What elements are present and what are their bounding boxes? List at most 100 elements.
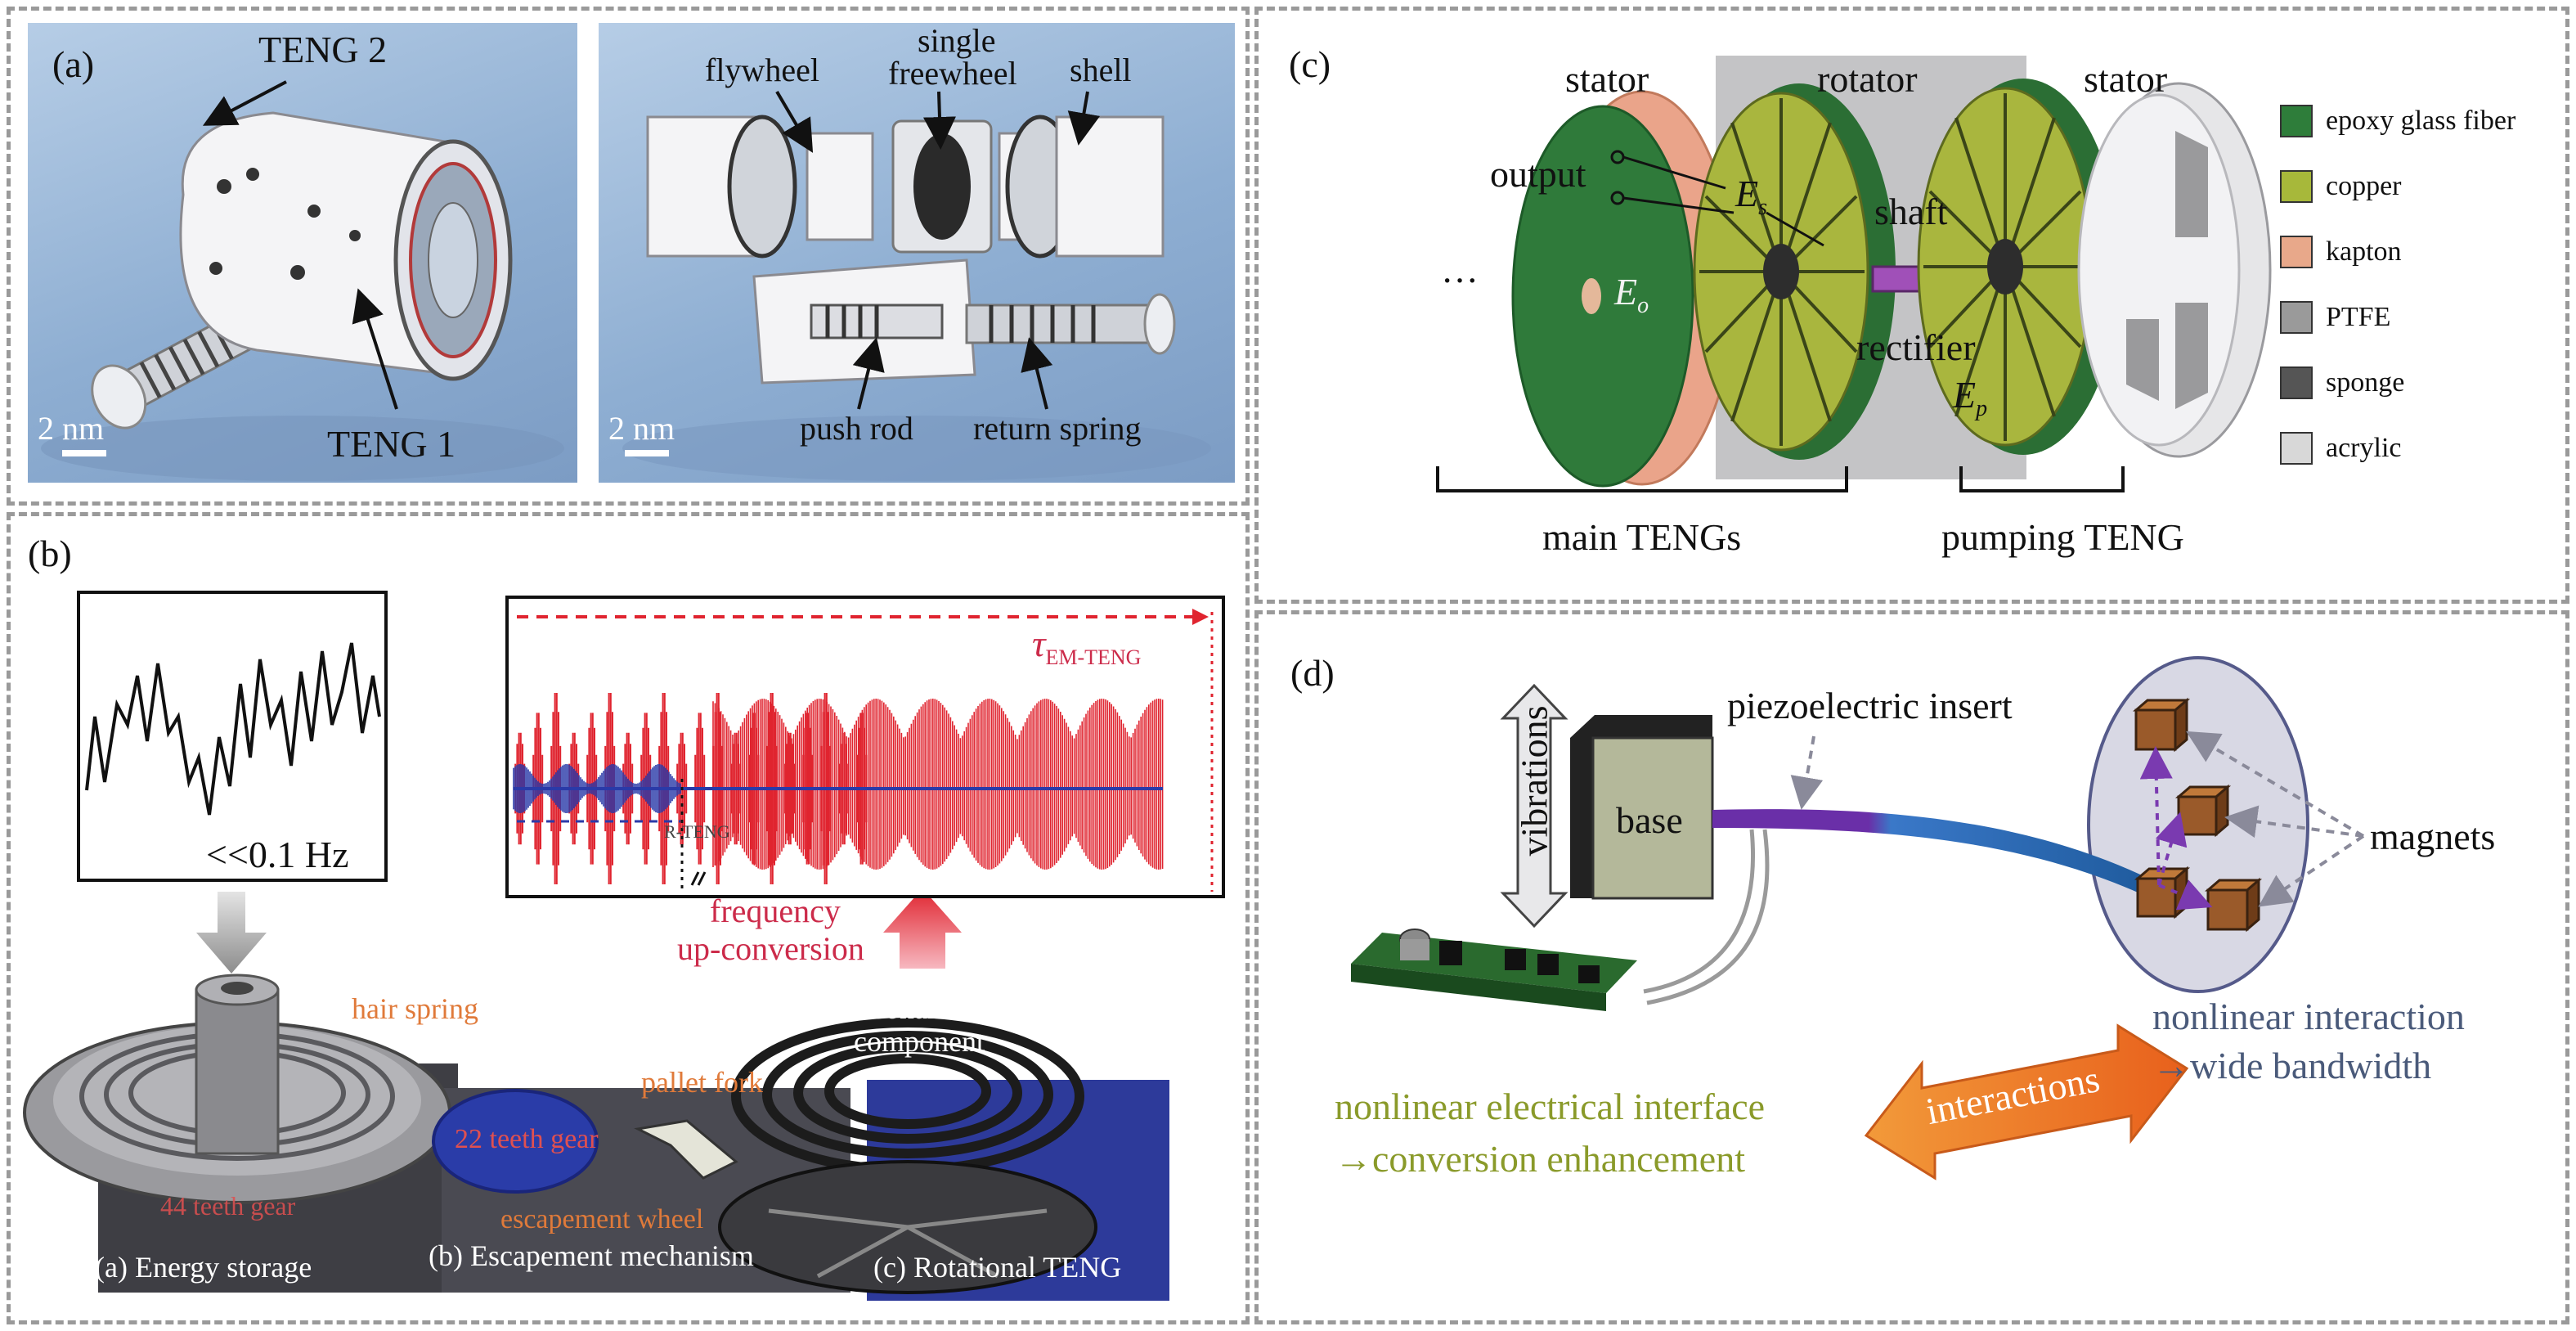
- eo-subscript: o: [1637, 293, 1649, 319]
- panel-b: [7, 512, 1250, 1324]
- axis-break-mark-2: [697, 871, 707, 886]
- resonance-component-label-1: resonance: [850, 992, 968, 1025]
- exploded-device-drawing: [622, 115, 1211, 481]
- panel-d: [1254, 610, 2569, 1324]
- shaft-label: shaft: [1874, 191, 1948, 232]
- panel-a: [7, 7, 1250, 506]
- frequency-upconversion-label-1: frequency: [710, 893, 841, 929]
- nonlinear-interaction-label-1: nonlinear interaction: [2152, 996, 2465, 1037]
- material-legend: epoxy glass fiber copper kapton PTFE spo…: [2280, 100, 2558, 476]
- legend-item-ptfe: PTFE: [2280, 296, 2390, 339]
- teng2-label: TENG 2: [258, 29, 388, 70]
- caption-rotational-teng: (c) Rotational TENG: [873, 1251, 1122, 1284]
- return-spring-label: return spring: [973, 410, 1142, 447]
- legend-swatch: [2280, 366, 2313, 399]
- panel-c: [1254, 7, 2569, 604]
- tau-em-arrowhead: [1192, 609, 1209, 625]
- legend-label: PTFE: [2326, 302, 2391, 332]
- eo-symbol: E: [1614, 271, 1638, 313]
- output-waveform-trace: [513, 609, 1214, 892]
- panel-d-label: (d): [1290, 652, 1335, 694]
- legend-swatch: [2280, 170, 2313, 203]
- ep-subscript: p: [1976, 396, 1988, 422]
- teng1-label: TENG 1: [327, 423, 456, 465]
- resonance-component-label-2: component: [854, 1025, 985, 1058]
- rectifier-label: rectifier: [1856, 326, 1976, 368]
- legend-label: acrylic: [2326, 433, 2402, 463]
- flywheel-label: flywheel: [705, 52, 819, 88]
- flywheel-arrow: [775, 90, 814, 153]
- nonlinear-interaction-label-2: →wide bandwidth: [2152, 1045, 2432, 1086]
- legend-item-copper: copper: [2280, 165, 2402, 208]
- axis-break-mark-1: [690, 871, 700, 886]
- scale-bar-left: [62, 450, 106, 456]
- input-signal-plot: [77, 591, 388, 882]
- single-freewheel-label-1: single: [918, 22, 996, 59]
- legend-swatch: [2280, 432, 2313, 465]
- ep-symbol: E: [1953, 374, 1977, 416]
- legend-label: sponge: [2326, 367, 2405, 398]
- nonlinear-electrical-label-1: nonlinear electrical interface: [1335, 1086, 1766, 1127]
- push-rod-label: push rod: [800, 410, 913, 447]
- panel-b-label: (b): [28, 533, 72, 574]
- main-tengs-label: main TENGs: [1542, 516, 1742, 558]
- es-subscript: s: [1758, 195, 1768, 221]
- caption-escapement: (b) Escapement mechanism: [429, 1239, 754, 1272]
- base-label: base: [1616, 799, 1683, 841]
- output-waveform-plot: [505, 596, 1225, 898]
- scale-bar-right: [625, 450, 669, 456]
- scale-bar-left-label: 2 nm: [38, 410, 105, 447]
- photo-exploded-device: [599, 23, 1235, 483]
- legend-label: kapton: [2326, 236, 2402, 267]
- ellipsis-label: ···: [1441, 259, 1479, 301]
- stator-left-label: stator: [1565, 58, 1649, 100]
- return-spring-arrow: [1021, 337, 1053, 410]
- es-symbol: E: [1735, 173, 1759, 214]
- magnets-label: magnets: [2370, 816, 2496, 857]
- shell-arrow: [1067, 91, 1101, 146]
- shell-label: shell: [1070, 52, 1132, 88]
- legend-swatch: [2280, 105, 2313, 137]
- ep-label: Ep: [1953, 373, 1987, 422]
- legend-label: copper: [2326, 171, 2402, 201]
- legend-item-kapton: kapton: [2280, 231, 2402, 273]
- rotator-label: rotator: [1817, 58, 1918, 100]
- nonlinear-electrical-label-2: →conversion enhancement: [1335, 1138, 1745, 1180]
- assembled-device-drawing: [41, 111, 564, 481]
- legend-item-acrylic: acrylic: [2280, 427, 2402, 470]
- vibrations-label: vibrations: [1513, 705, 1555, 857]
- panel-a-label: (a): [52, 43, 95, 85]
- pumping-teng-label: pumping TENG: [1941, 516, 2184, 558]
- legend-swatch: [2280, 236, 2313, 268]
- input-signal-trace: [85, 642, 381, 816]
- input-frequency-label: <<0.1 Hz: [206, 834, 349, 875]
- output-label: output: [1490, 153, 1586, 195]
- tau-em-subscript: EM-TENG: [1045, 645, 1142, 670]
- tau-em-symbol: τ: [1032, 623, 1046, 664]
- es-label: Es: [1735, 172, 1767, 221]
- gear-22-label: 22 teeth gear: [455, 1124, 599, 1154]
- legend-item-epoxy: epoxy glass fiber: [2280, 100, 2515, 142]
- piezoelectric-insert-label: piezoelectric insert: [1727, 685, 2013, 726]
- stator-right-label: stator: [2084, 58, 2168, 100]
- push-rod-arrow: [852, 337, 885, 410]
- red-dense-right: [712, 699, 1164, 870]
- teng1-arrow: [352, 288, 398, 410]
- eo-label: Eo: [1614, 270, 1649, 319]
- gear-44-label: 44 teeth gear: [160, 1191, 296, 1221]
- single-freewheel-label-2: freewheel: [888, 55, 1017, 92]
- teng2-arrow: [202, 80, 287, 126]
- escapement-wheel-label: escapement wheel: [500, 1204, 704, 1234]
- caption-energy-storage: (a) Energy storage: [95, 1251, 312, 1284]
- tau-r-subscript: R-TENG: [664, 821, 730, 842]
- legend-item-sponge: sponge: [2280, 362, 2404, 404]
- frequency-upconversion-label-2: up-conversion: [677, 930, 864, 967]
- scale-bar-right-label: 2 nm: [608, 410, 675, 447]
- freewheel-arrow: [922, 91, 956, 150]
